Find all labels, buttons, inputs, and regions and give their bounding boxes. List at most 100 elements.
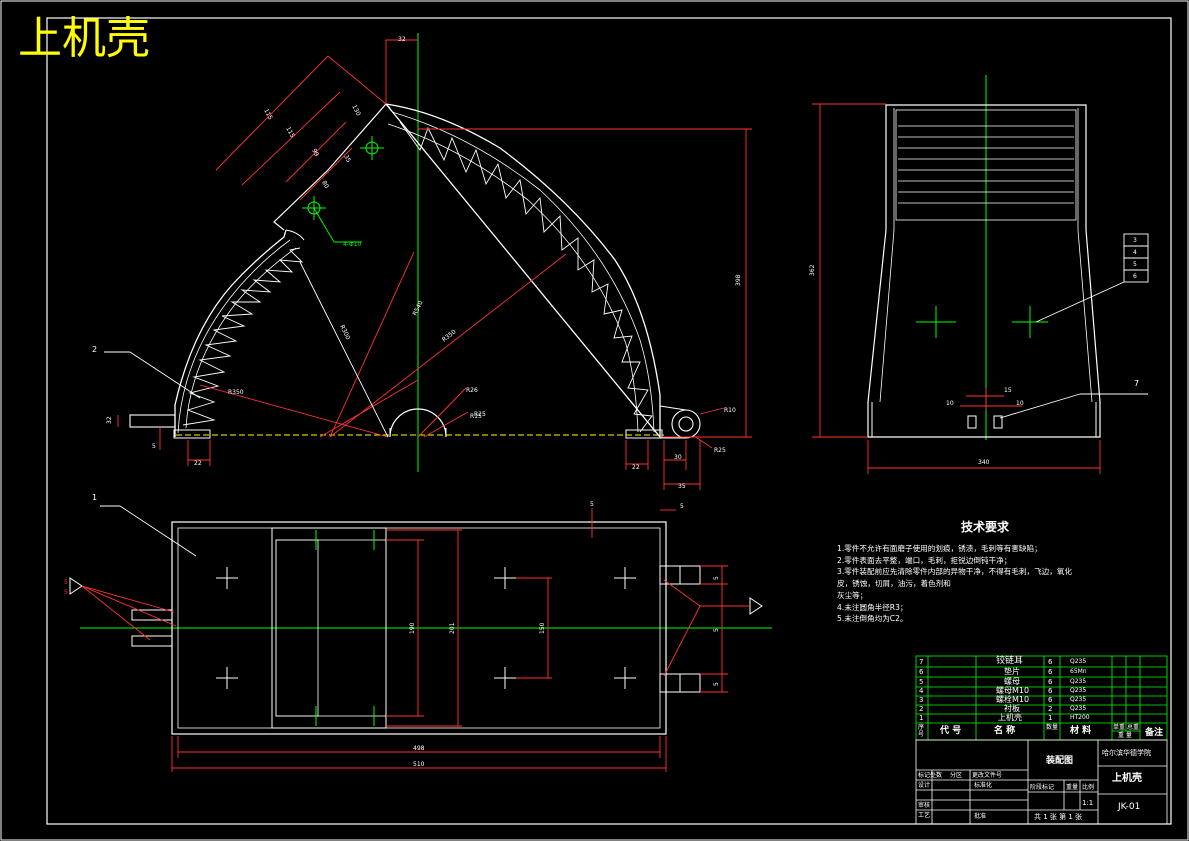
top-dim-offset-c: 5 [713,576,720,580]
top-dim-width-total: 201 [449,622,456,634]
bom-name: 上机壳 [998,713,1022,722]
bom-no: 4 [919,687,924,695]
drawing-number: JK-01 [1118,802,1141,812]
dim-left-foot: 22 [194,460,202,467]
left-lining-teeth [182,247,304,426]
dim-top-offset: 32 [398,36,406,43]
bom-qty: 1 [1048,714,1053,722]
requirement-item: 4.未注圆角半径R3； [837,602,908,612]
requirement-item: 2.零件表面去平整，端口，毛刺，拒锐边倒钝干净； [837,555,1012,565]
bom-name: 铰链耳 [996,656,1024,666]
top-dim-offset-d: 5 [713,628,720,632]
inner-frame [46,17,1172,825]
dim-radius-small: R25 [714,447,726,454]
callout-5: 5 [1133,261,1137,268]
front-view: 32 398 32 5 22 22 30 35 R25 R10 R15 115 … [92,33,752,490]
bom-no: 3 [919,696,924,704]
approve-label: 批准 [974,813,987,820]
designer-label: 设计 [918,782,931,789]
arm-dim-5: 80 [320,180,330,190]
dim-right-total: 35 [678,483,686,490]
bom-no: 2 [919,705,924,713]
side-hole-dim-2: 10 [946,400,954,407]
bom-table-lines [915,655,1168,741]
bom-name: 螺母M10 [996,686,1030,695]
radius-5: R26 [466,387,478,394]
side-grille [895,109,1077,221]
checker-label: 审核 [918,802,931,809]
bom-material: Q235 [1070,678,1087,685]
bom-name: 垫片 [1004,667,1020,676]
side-height-dim: 362 [809,264,816,276]
top-dim-width-inner: 190 [409,622,416,634]
stage-label: 阶段标记 [1030,784,1055,791]
dim-overall-height: 398 [735,274,742,286]
arm-dim-3: 130 [350,104,362,118]
top-dim-offset-e: 5 [713,682,720,686]
bom-qty: 6 [1048,687,1053,695]
bom-header-unit-weight: 单重 [1113,724,1126,731]
section-mark-b: 5 [64,589,68,596]
bom-qty: 6 [1048,658,1053,666]
callout-6: 6 [1133,273,1137,280]
weight-label: 重量 [1066,784,1079,791]
callout-2: 2 [92,345,97,354]
arm-dim-4: 99 [310,148,320,158]
side-view: 362 340 15 10 10 3 4 5 6 7 [809,75,1149,474]
dim-left-step: 5 [152,443,156,450]
change-no-label: 更改文件号 [972,772,1003,779]
top-dim-hole-span: 150 [539,622,546,634]
bom-header-total-weight: 总重 [1127,724,1140,731]
requirement-item: 3.零件装配前应先清除零件内部的异物干净，不得有毛刺，飞边，氧化皮，锈蚀，切屑，… [837,567,1073,589]
technical-requirements-list: 1.零件不允许有面磨子使用的划痕，锈渍，毛刺等有害缺陷； 2.零件表面去平整，端… [837,543,1077,625]
division-label: 分区 [950,772,963,779]
hinge-lug [671,409,701,439]
bom-header-name: 名 称 [994,726,1016,736]
requirement-item: 5.未注倒角均为C2。 [837,614,908,624]
section-mark-a: 5 [64,579,68,586]
bom-header-seq: 序号 [918,724,925,738]
side-hole-dim-1: 15 [1004,387,1012,394]
bom-header-remarks: 备注 [1145,728,1164,738]
bom-name: 衬板 [1004,704,1020,713]
bom-qty: 6 [1048,678,1053,686]
feed-arm [273,103,391,231]
right-lining-teeth [399,121,653,433]
requirement-item: 1.零件不允许有面磨子使用的划痕，锈渍，毛刺等有害缺陷； [837,544,1042,553]
arm-dim-6: 35 [342,154,352,164]
top-dim-offset-b: 5 [680,503,684,510]
callout-7: 7 [1134,379,1139,388]
requirement-item: 灰尘等； [837,590,868,600]
dim-radius-pin: R10 [724,407,736,414]
bom-material: Q235 [1070,658,1087,665]
school-name: 哈尔滨华德学院 [1102,749,1151,757]
standard-label: 标准化 [974,782,993,789]
radius-1: R540 [412,300,425,317]
scale-value: 1:1 [1082,799,1094,807]
arm-dim-2: 115 [284,126,296,140]
bom-no: 7 [919,658,924,666]
bom-header-material: 材 料 [1070,726,1092,736]
hole-label: 4-Φ10 [343,241,362,248]
dim-radius-top: R15 [470,413,482,420]
bom-header-qty: 数量 [1046,724,1059,731]
callout-4: 4 [1133,249,1137,256]
arm-dim-1: 115 [262,108,274,122]
top-view: 498 510 190 201 150 5 5 5 5 5 5 5 1 [64,493,772,772]
top-outline-outer [171,521,667,735]
bom-name: 螺母 [1004,677,1020,686]
bom-material: 65Mn [1070,668,1087,675]
side-hole-dim-3: 10 [1016,400,1024,407]
sheet-count: 共 1 张 第 1 张 [1034,813,1083,821]
housing-outline [174,103,661,439]
process-label: 工艺 [918,812,931,819]
dim-right-gap: 30 [674,454,682,461]
drawing-title: 上机壳 [18,13,150,64]
top-dim-length-inner: 498 [413,745,425,752]
bom-no: 1 [919,714,924,722]
radius-2: R350 [441,328,458,343]
dim-right-foot: 22 [632,464,640,471]
bom-qty: 2 [1048,705,1053,713]
